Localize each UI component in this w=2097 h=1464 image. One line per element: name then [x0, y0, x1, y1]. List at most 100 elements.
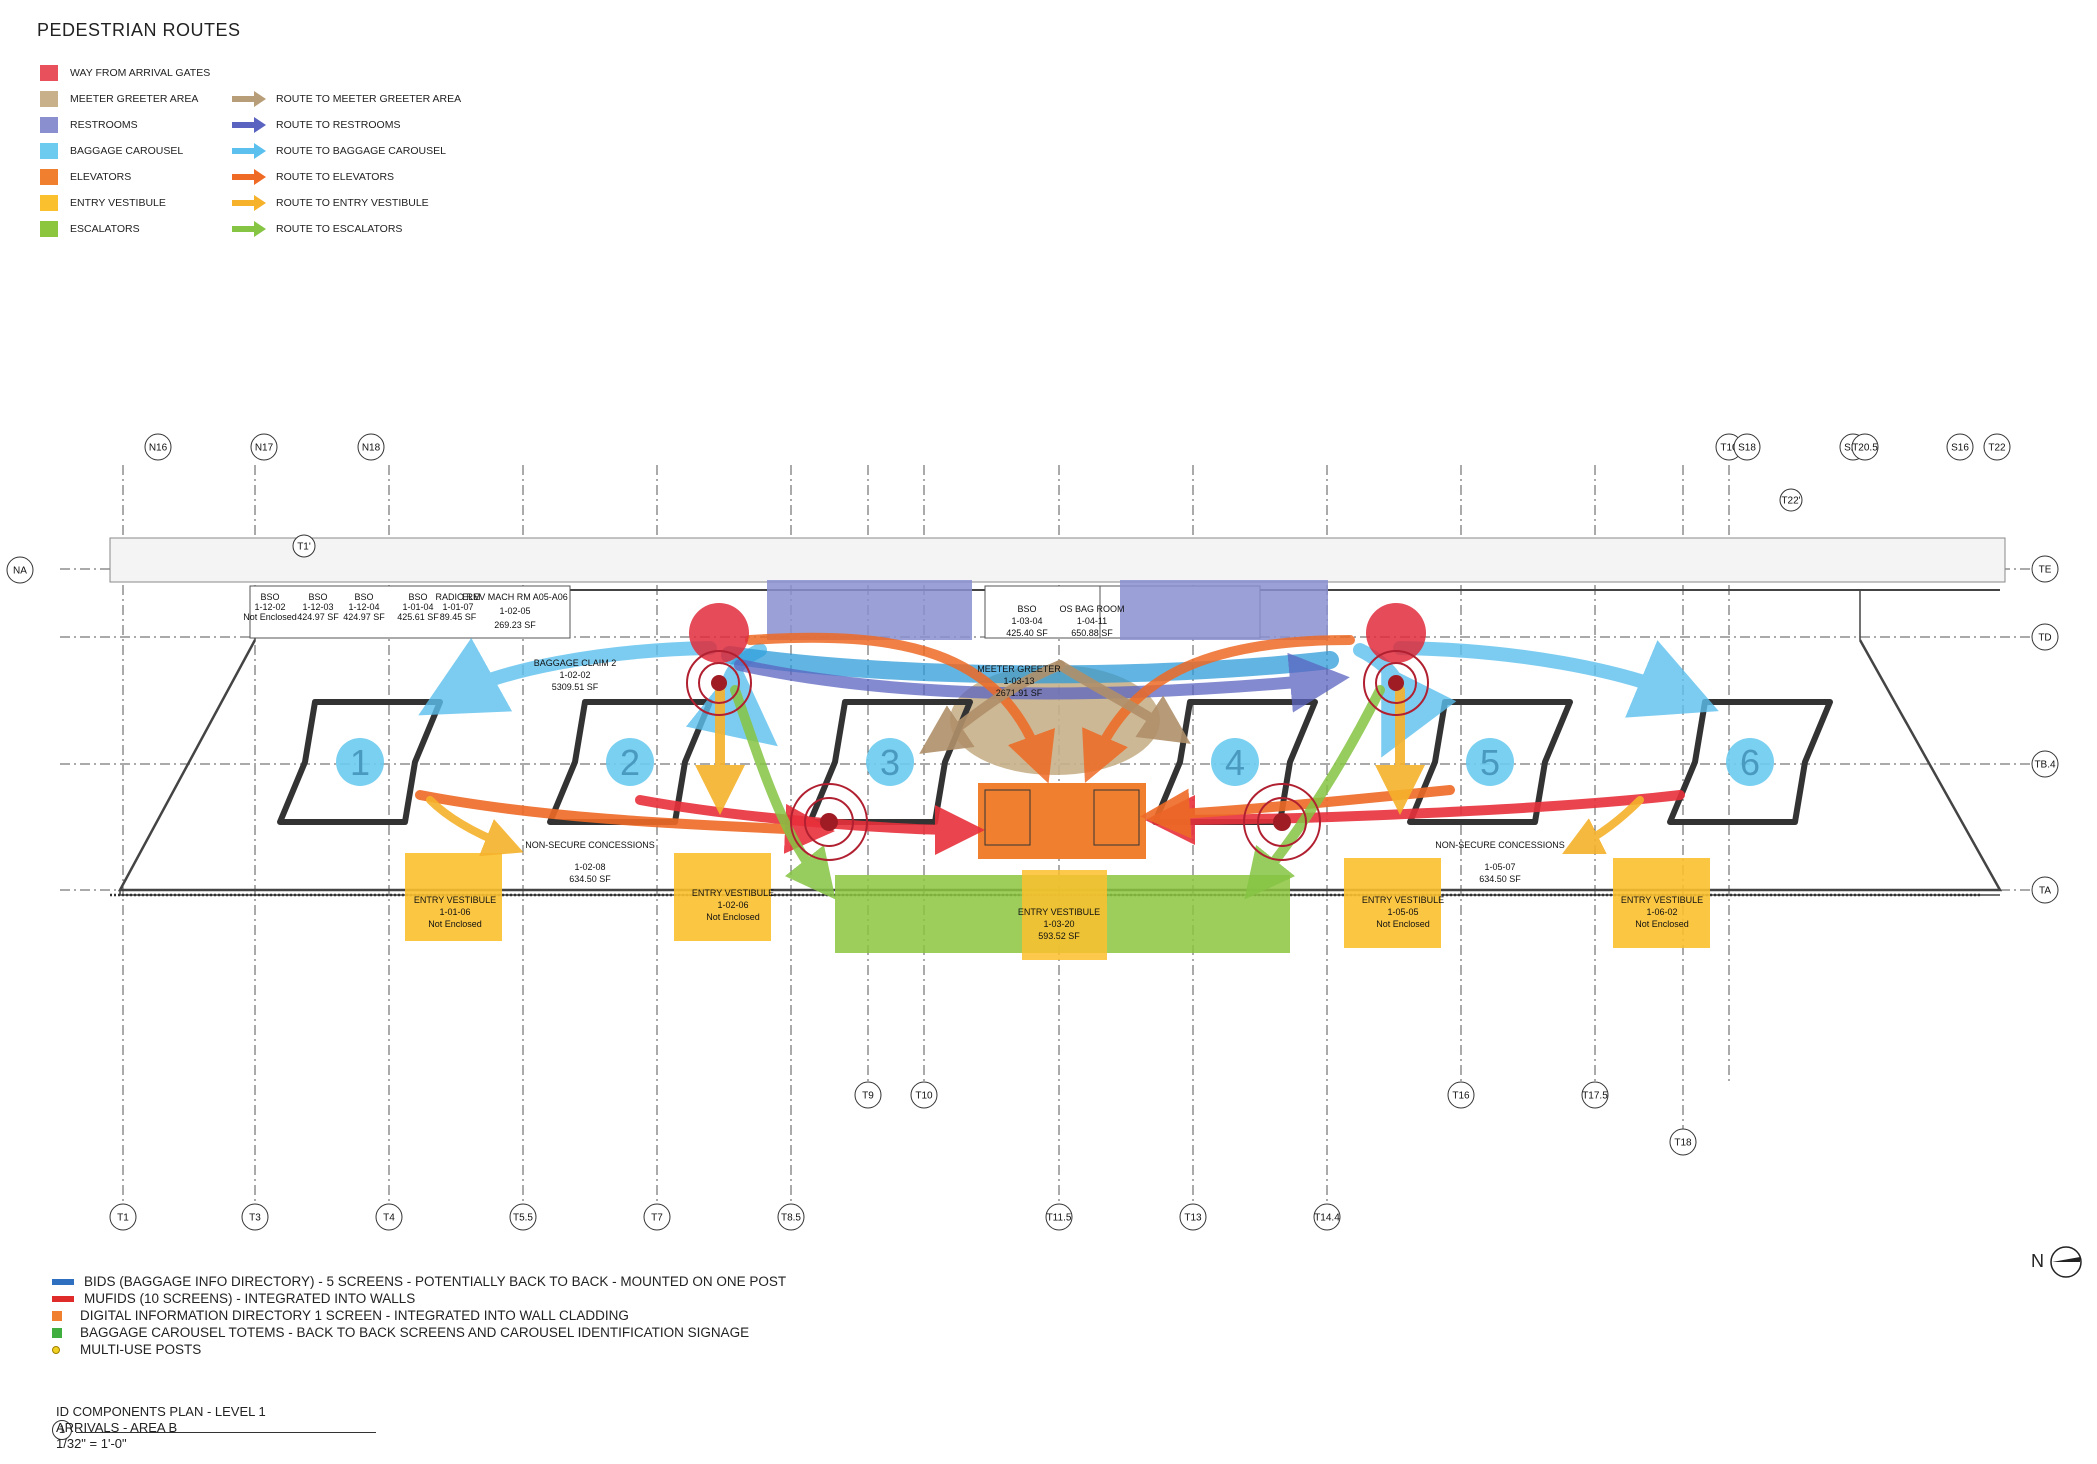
legend-label: BAGGAGE CAROUSEL — [70, 145, 184, 157]
grid-bubble-label: T22' — [1781, 496, 1800, 507]
plan-scale: 1/32" = 1'-0" — [56, 1436, 127, 1451]
grid-bubble-label: T22 — [1988, 443, 2006, 454]
grid-bubble: T4 — [375, 1203, 403, 1231]
carousel-number: 6 — [1740, 742, 1760, 783]
legend-label: MUFIDS (10 SCREENS) - INTEGRATED INTO WA… — [84, 1291, 416, 1306]
room-number: 1-02-05 — [499, 606, 530, 616]
swatch-entry-vestibule — [40, 195, 58, 211]
grid-bubble: T5.5 — [509, 1203, 537, 1231]
legend-label: ROUTE TO ESCALATORS — [276, 223, 403, 235]
grid-bubble: T18 — [1669, 1128, 1697, 1156]
grid-bubble: T1 — [109, 1203, 137, 1231]
legend-item: ROUTE TO MEETER GREETER AREA — [232, 86, 461, 112]
entry-vestibule — [674, 853, 771, 941]
grid-bubble-label: T13 — [1184, 1213, 1202, 1224]
legend-item: WAY FROM ARRIVAL GATES — [40, 60, 210, 86]
legend-item: MULTI-USE POSTS — [52, 1341, 786, 1358]
vestibule-label: ENTRY VESTIBULE — [1621, 895, 1703, 905]
legend-item: BAGGAGE CAROUSEL TOTEMS - BACK TO BACK S… — [52, 1324, 786, 1341]
restroom-area — [1120, 580, 1328, 640]
room-number: 1-01-07 — [442, 602, 473, 612]
grid-bubble-label: T9 — [862, 1091, 874, 1102]
carousel-marker — [336, 738, 384, 786]
grid-bubble: N18 — [357, 433, 385, 461]
vestibule-number: 1-03-20 — [1043, 919, 1074, 929]
compass-icon — [2050, 1246, 2082, 1278]
swatch-elevators — [40, 169, 58, 185]
swatch-escalators — [40, 221, 58, 237]
grid-bubble-label: T17.5 — [1582, 1091, 1608, 1102]
vestibule-area: Not Enclosed — [1376, 919, 1430, 929]
grid-bubble-label: T14.4 — [1314, 1213, 1340, 1224]
grid-bubble: S18 — [1733, 433, 1761, 461]
legend-label: WAY FROM ARRIVAL GATES — [70, 67, 211, 79]
grid-bubble: NA — [6, 556, 34, 584]
post-dot-icon — [52, 1345, 60, 1354]
swatch-arrival-gates — [40, 65, 58, 81]
room-number: 1-04-11 — [1077, 616, 1107, 626]
carousel: 5 — [1407, 699, 1573, 825]
zone-number: 1-03-13 — [1003, 676, 1034, 686]
legend-item: ROUTE TO RESTROOMS — [232, 112, 461, 138]
zone-area: 5309.51 SF — [552, 682, 599, 692]
legend-label: ROUTE TO ENTRY VESTIBULE — [276, 197, 429, 209]
legend-item: ELEVATORS — [40, 164, 210, 190]
grid-bubble-label: TB.4 — [2034, 760, 2056, 771]
grid-bubble: T7 — [643, 1203, 671, 1231]
grid-bubble: S16 — [1946, 433, 1974, 461]
legend-item: MUFIDS (10 SCREENS) - INTEGRATED INTO WA… — [52, 1290, 786, 1307]
room-number: 1-12-03 — [302, 602, 333, 612]
carousel: 3 — [807, 699, 973, 825]
zone-label: NON-SECURE CONCESSIONS — [1435, 840, 1565, 850]
grid-bubble-label: T20.5 — [1852, 443, 1878, 454]
legend-label: DIGITAL INFORMATION DIRECTORY 1 SCREEN -… — [80, 1308, 629, 1323]
area-legend: WAY FROM ARRIVAL GATES MEETER GREETER AR… — [40, 60, 210, 242]
directory-square-icon — [52, 1310, 62, 1321]
grid-bubble-label: N16 — [149, 443, 168, 454]
carousel-marker — [1466, 738, 1514, 786]
grid-bubble-label: TE — [2039, 565, 2052, 576]
room-area: 425.40 SF — [1006, 628, 1048, 638]
grid-bubble-label: TA — [2039, 886, 2051, 897]
room-label: BSO — [308, 592, 327, 602]
room-area: 269.23 SF — [494, 620, 536, 630]
grid-bubble: TA — [2031, 876, 2059, 904]
grid-bubble-label: S16 — [1951, 443, 1969, 454]
legend-item: ROUTE TO ELEVATORS — [232, 164, 461, 190]
room-area: 424.97 SF — [343, 612, 385, 622]
plan-title: ID COMPONENTS PLAN - LEVEL 1 ARRIVALS - … — [56, 1404, 266, 1452]
legend-item: BAGGAGE CAROUSEL — [40, 138, 210, 164]
carousel-marker — [866, 738, 914, 786]
zone-area: 634.50 SF — [569, 874, 611, 884]
legend-label: RESTROOMS — [70, 119, 138, 131]
room-label: BSO — [354, 592, 373, 602]
swatch-baggage-carousel — [40, 143, 58, 159]
legend-item: ROUTE TO ESCALATORS — [232, 216, 461, 242]
legend-label: ENTRY VESTIBULE — [70, 197, 166, 209]
grid-bubble: T1' — [292, 534, 316, 558]
mufids-bar-icon — [52, 1295, 74, 1302]
legend-item: ROUTE TO ENTRY VESTIBULE — [232, 190, 461, 216]
carousel-number: 3 — [880, 742, 900, 783]
entry-vestibule — [405, 853, 502, 941]
grid-bubble: T17.5 — [1581, 1081, 1609, 1109]
vestibule-area: Not Enclosed — [1635, 919, 1689, 929]
grid-bubble: TD — [2031, 623, 2059, 651]
route-legend: ROUTE TO MEETER GREETER AREA ROUTE TO RE… — [232, 86, 461, 242]
carousel: 1 — [277, 699, 443, 825]
zone-number: 1-02-08 — [574, 862, 605, 872]
signage-legend: BIDS (BAGGAGE INFO DIRECTORY) - 5 SCREEN… — [52, 1273, 786, 1358]
title-rule — [76, 1432, 376, 1433]
grid-bubble-label: T3 — [249, 1213, 261, 1224]
room-label: ELEV MACH RM A05-A06 — [462, 592, 568, 602]
elevator-car — [984, 789, 1031, 846]
room-area: 89.45 SF — [440, 612, 477, 622]
legend-label: MULTI-USE POSTS — [80, 1342, 202, 1357]
carousel-marker — [606, 738, 654, 786]
legend-item: ESCALATORS — [40, 216, 210, 242]
room-label: BSO — [1017, 604, 1036, 614]
room-area: Not Enclosed — [243, 612, 297, 622]
arrow-right-icon — [232, 169, 266, 185]
carousel: 6 — [1667, 699, 1833, 825]
